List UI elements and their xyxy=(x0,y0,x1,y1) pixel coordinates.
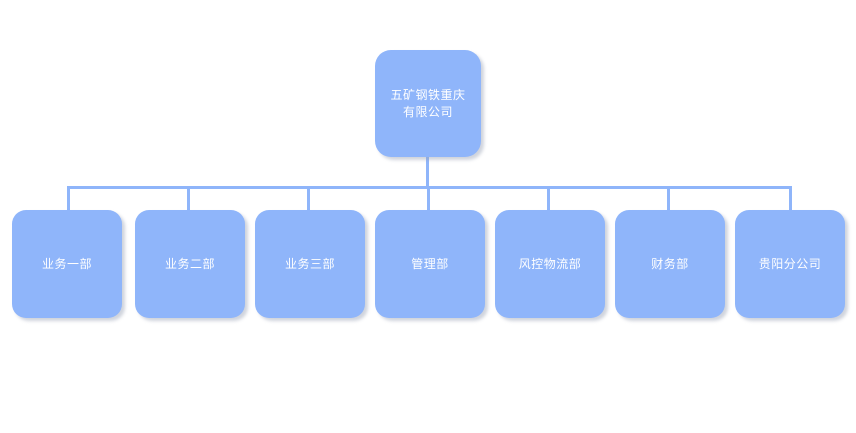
connector-stub-dept-3 xyxy=(307,186,310,211)
connector-stub-dept-5 xyxy=(547,186,550,211)
org-node-dept-2[interactable]: 业务二部 xyxy=(135,210,245,318)
connector-stub-dept-1 xyxy=(67,186,70,211)
org-node-dept-3[interactable]: 业务三部 xyxy=(255,210,365,318)
connector-stub-dept-2 xyxy=(187,186,190,211)
connector-stub-dept-4 xyxy=(427,186,430,211)
org-node-dept-3-label: 业务三部 xyxy=(284,256,335,271)
connector-stub-dept-7 xyxy=(789,186,792,211)
org-node-dept-4[interactable]: 管理部 xyxy=(375,210,485,318)
org-node-dept-7-label: 贵阳分公司 xyxy=(758,256,822,271)
connector-stub-dept-6 xyxy=(667,186,670,211)
org-node-dept-1-label: 业务一部 xyxy=(41,256,92,271)
org-node-dept-6-label: 财务部 xyxy=(651,256,689,271)
org-node-dept-2-label: 业务二部 xyxy=(164,256,215,271)
org-node-dept-4-label: 管理部 xyxy=(411,256,449,271)
org-node-root[interactable]: 五矿钢铁重庆 有限公司 xyxy=(375,50,481,157)
org-node-dept-6[interactable]: 财务部 xyxy=(615,210,725,318)
org-node-dept-5[interactable]: 风控物流部 xyxy=(495,210,605,318)
org-node-root-label: 五矿钢铁重庆 有限公司 xyxy=(390,87,466,119)
org-node-dept-5-label: 风控物流部 xyxy=(518,256,582,271)
org-node-dept-7[interactable]: 贵阳分公司 xyxy=(735,210,845,318)
org-node-dept-1[interactable]: 业务一部 xyxy=(12,210,122,318)
connector-root-drop xyxy=(426,156,429,187)
